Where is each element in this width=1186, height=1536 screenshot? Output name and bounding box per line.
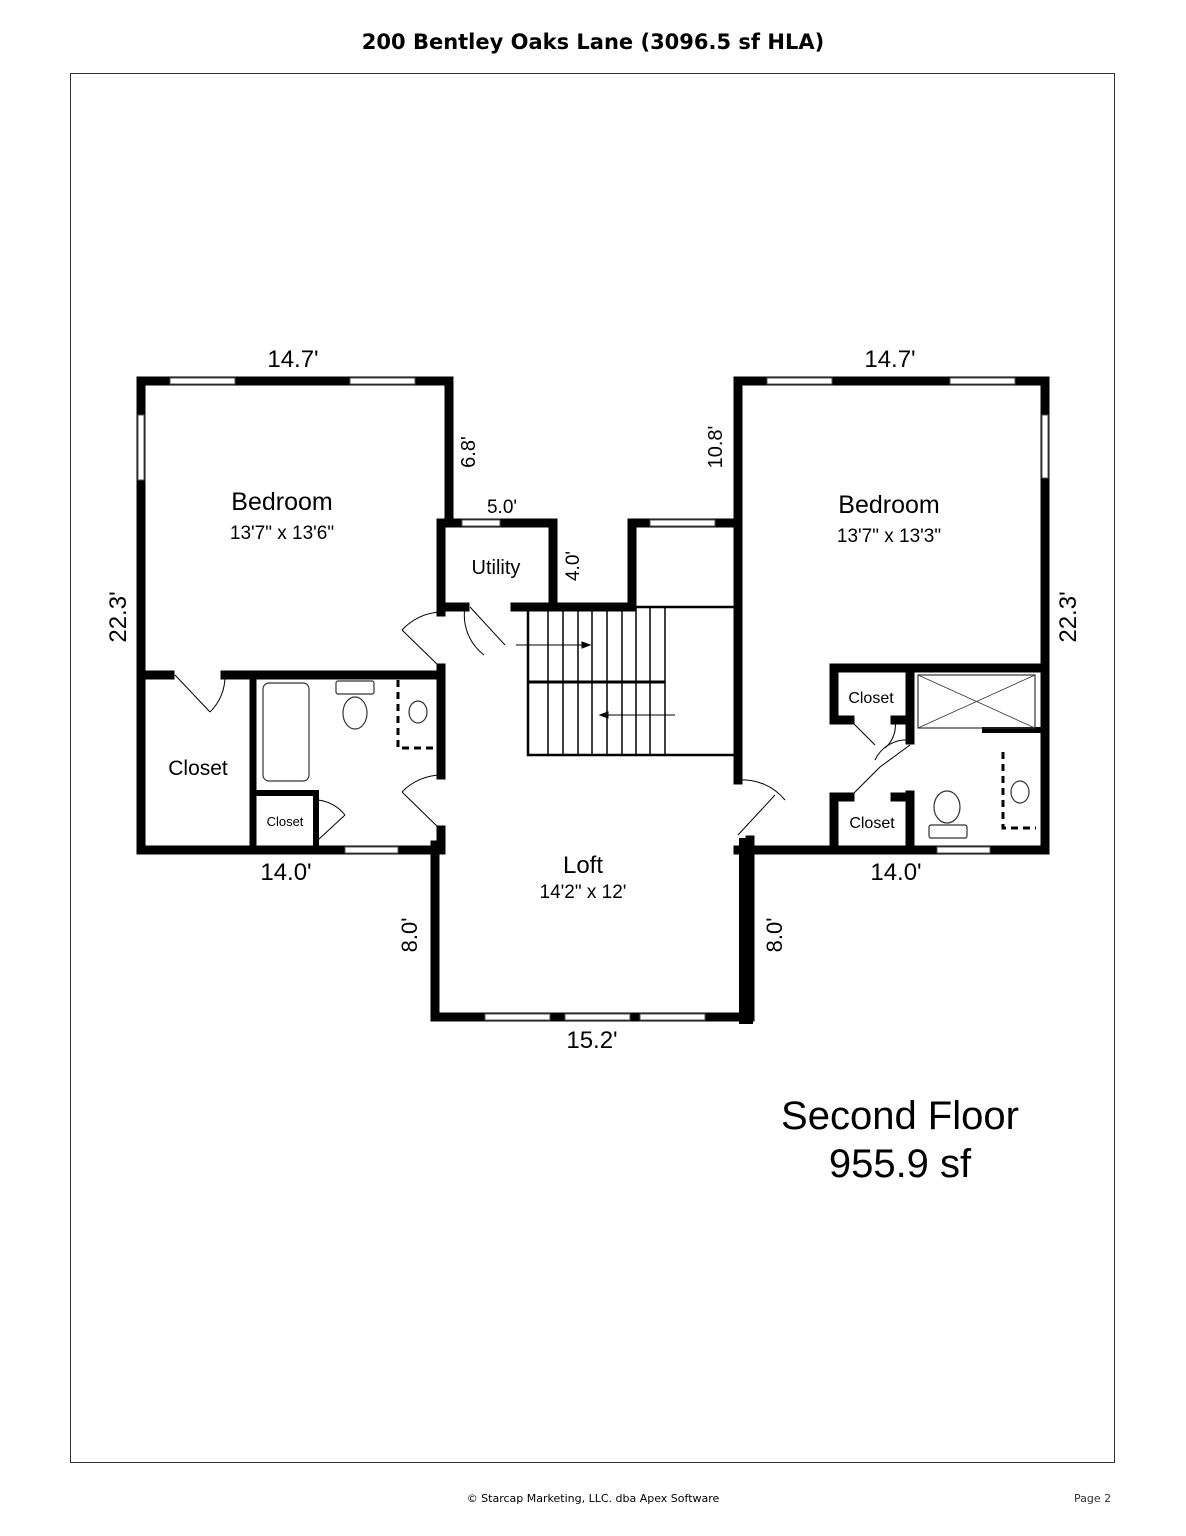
dimension-label: 22.3' <box>1055 591 1082 642</box>
room-size: 13'7" x 13'3" <box>837 526 941 547</box>
dimension-label: 22.3' <box>105 591 132 642</box>
floor-name: Second Floor <box>781 1094 1019 1138</box>
dimension-label: 10.8' <box>705 426 727 469</box>
copyright: © Starcap Marketing, LLC. dba Apex Softw… <box>466 1492 720 1505</box>
room-label: Closet <box>849 815 895 832</box>
dimension-label: 14.0' <box>870 859 921 886</box>
dimension-label: 8.0' <box>762 918 787 953</box>
dimension-label: 14.7' <box>267 346 318 373</box>
floor-area: 955.9 sf <box>828 1142 972 1186</box>
room-size: 13'7" x 13'6" <box>230 523 334 544</box>
toilet-tank <box>335 680 375 695</box>
fixtures <box>262 674 1036 839</box>
room-label: Utility <box>472 557 521 579</box>
dimension-label: 6.8' <box>458 436 480 468</box>
room-label: Loft <box>563 852 603 879</box>
document-title: 200 Bentley Oaks Lane (3096.5 sf HLA) <box>361 30 825 54</box>
toilet-bowl-right <box>933 790 961 824</box>
bathtub <box>262 682 310 782</box>
room-label: Bedroom <box>838 491 939 519</box>
toilet-tank-right <box>928 824 968 839</box>
dimension-label: 14.7' <box>864 346 915 373</box>
floor-summary: Second Floor 955.9 sf <box>740 1092 1060 1188</box>
sink <box>408 700 428 724</box>
page-frame <box>70 73 1115 1463</box>
room-label: Closet <box>168 757 228 780</box>
room-size: 14'2" x 12' <box>540 882 627 903</box>
windows <box>137 377 1049 1021</box>
walls <box>136 376 1050 1024</box>
room-label: Bedroom <box>231 488 332 516</box>
stairs <box>516 605 737 757</box>
dimension-label: 4.0' <box>563 551 584 581</box>
sink-right <box>1010 780 1030 804</box>
page-number: Page 2 <box>1074 1492 1112 1505</box>
room-label: Closet <box>267 814 304 829</box>
dimension-label: 5.0' <box>487 497 517 518</box>
room-label: Closet <box>848 690 894 707</box>
toilet-bowl <box>342 696 368 730</box>
dimension-label: 15.2' <box>566 1027 617 1054</box>
doors <box>174 606 911 842</box>
dimension-label: 8.0' <box>397 918 422 953</box>
shower <box>917 674 1036 729</box>
dimension-label: 14.0' <box>260 859 311 886</box>
